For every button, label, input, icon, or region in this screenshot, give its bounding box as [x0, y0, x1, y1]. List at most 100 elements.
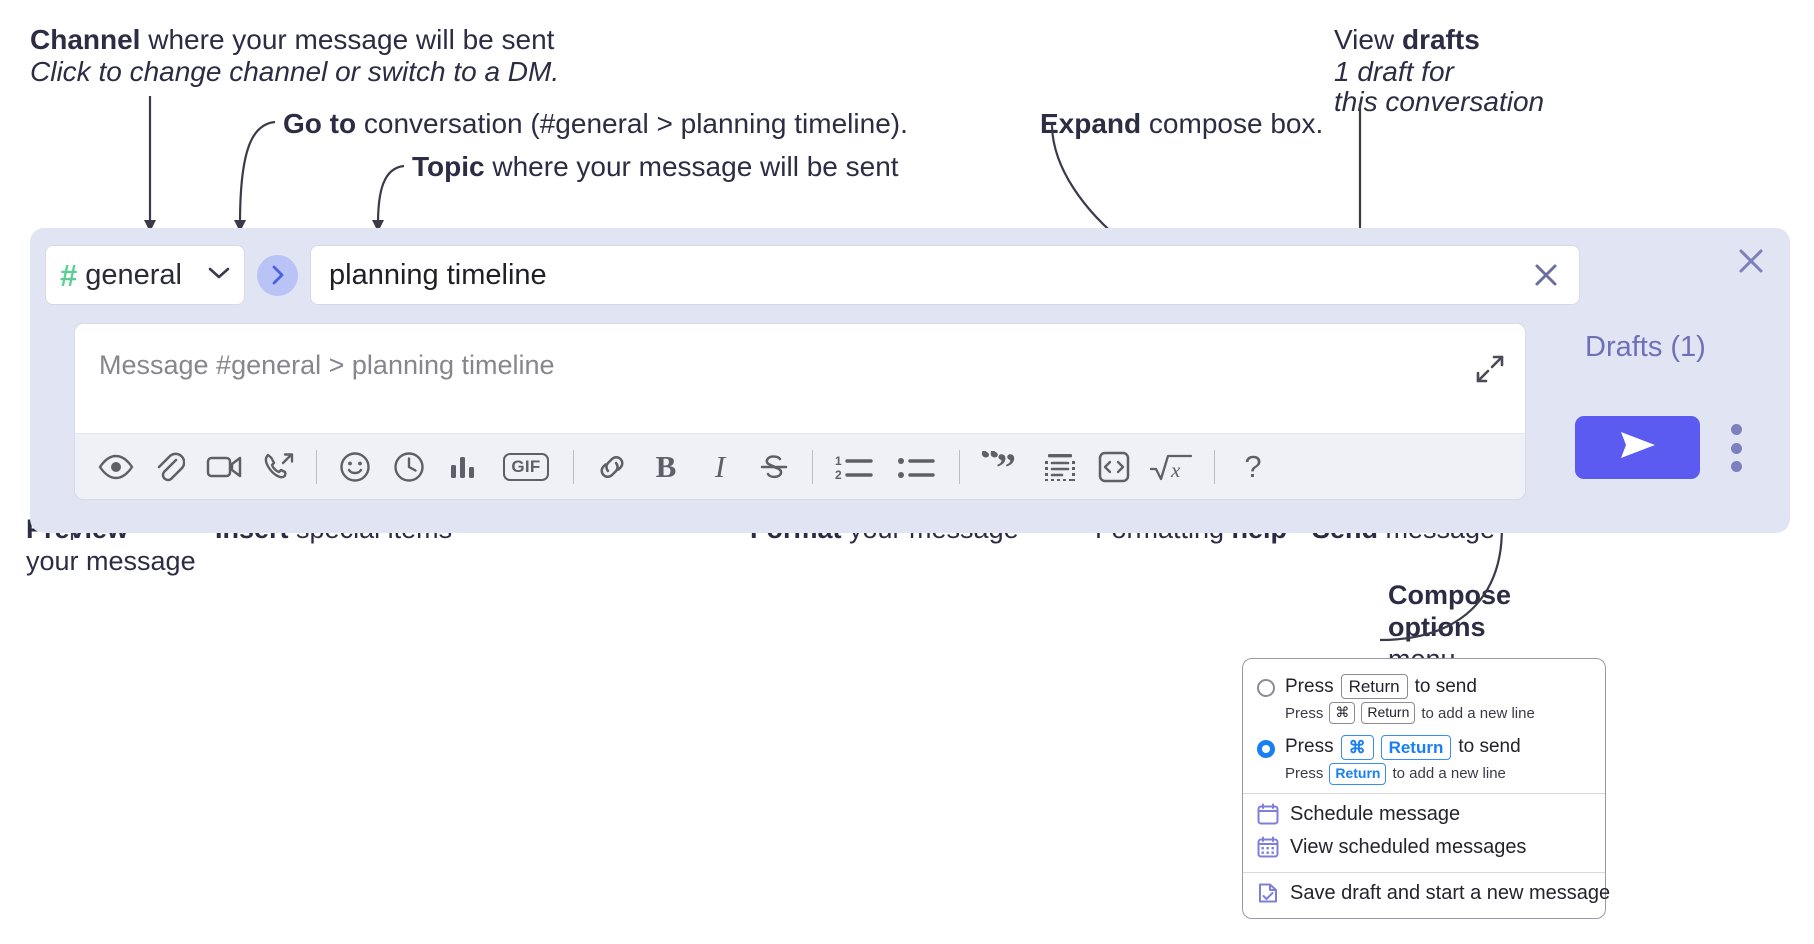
annotation-topic-rest: where your message will be sent: [484, 151, 899, 182]
menu-item-schedule-message[interactable]: Schedule message: [1243, 798, 1605, 831]
send-button[interactable]: [1575, 416, 1700, 479]
italic-icon[interactable]: I: [693, 440, 747, 494]
send-option-return[interactable]: Press Return to send: [1243, 669, 1605, 700]
press-word: Press: [1285, 675, 1334, 697]
annotation-goto-rest: conversation (#general > planning timeli…: [356, 108, 908, 139]
poll-bar-chart-icon[interactable]: [436, 440, 490, 494]
blockquote-icon[interactable]: “”: [971, 440, 1033, 494]
send-option-cmd-return[interactable]: Press ⌘ Return to send: [1243, 730, 1605, 760]
radio-unselected-icon[interactable]: [1257, 679, 1275, 697]
math-formula-icon[interactable]: x: [1141, 440, 1203, 494]
bold-icon[interactable]: B: [639, 440, 693, 494]
annotation-drafts-italic2: this conversation: [1334, 86, 1545, 117]
compose-options-menu: Press Return to send Press ⌘ Return to a…: [1242, 658, 1610, 919]
emoji-smiley-icon[interactable]: [328, 440, 382, 494]
menu-item-save-draft[interactable]: Save draft and start a new message: [1243, 877, 1610, 910]
svg-text:“: “: [981, 451, 1000, 481]
svg-text:2: 2: [835, 468, 842, 482]
key-command: ⌘: [1340, 734, 1374, 760]
svg-text:”: ”: [996, 451, 1016, 483]
phone-huddle-icon[interactable]: [251, 440, 305, 494]
key-return: Return: [1361, 702, 1416, 724]
channel-selector[interactable]: # general: [45, 245, 245, 305]
calendar-grid-icon: [1257, 836, 1279, 858]
press-word: Press: [1285, 736, 1334, 758]
chevron-down-icon: [208, 266, 230, 285]
annotation-expand-bold: Expand: [1040, 108, 1142, 139]
topic-value: planning timeline: [329, 258, 547, 291]
link-icon[interactable]: [585, 440, 639, 494]
annotation-drafts-italic1: 1 draft for: [1334, 56, 1454, 87]
video-camera-icon[interactable]: [197, 440, 251, 494]
formatting-help-icon[interactable]: ?: [1226, 440, 1280, 494]
message-input[interactable]: Message #general > planning timeline: [74, 323, 1526, 433]
bulleted-list-icon[interactable]: [886, 440, 948, 494]
save-draft-icon: [1257, 882, 1279, 904]
send-paper-plane-icon: [1615, 428, 1661, 467]
annotation-topic: Topic where your message will be sent: [412, 149, 899, 185]
annotation-goto-bold: Go to: [283, 108, 357, 139]
attachment-paperclip-icon[interactable]: [143, 440, 197, 494]
goto-conversation-button[interactable]: [257, 254, 298, 296]
channel-name: general: [85, 258, 182, 291]
svg-text:x: x: [1170, 458, 1181, 482]
annotation-compose-options-1: Compose: [1388, 578, 1511, 613]
toolbar-separator: [959, 449, 960, 484]
italic-label: I: [714, 448, 726, 484]
send-option-cmd-return-sub: Press Return to add a new line: [1285, 763, 1605, 785]
toolbar-separator: [316, 449, 317, 484]
gif-icon[interactable]: GIF: [490, 440, 562, 494]
chevron-right-icon: [270, 264, 286, 286]
annotation-drafts-bold: drafts: [1401, 24, 1480, 55]
annotation-compose-options-2: options: [1388, 610, 1485, 645]
menu-divider: [1243, 871, 1605, 873]
annotation-expand-rest: compose box.: [1141, 108, 1324, 139]
press-word: Press: [1285, 704, 1324, 722]
menu-item-label: View scheduled messages: [1290, 835, 1527, 858]
annotation-drafts-pre: View: [1334, 24, 1402, 55]
svg-text:1: 1: [835, 454, 842, 468]
newline-word: to add a new line: [1392, 765, 1506, 783]
code-block-icon[interactable]: [1033, 440, 1087, 494]
annotation-drafts-sub2: this conversation: [1334, 84, 1544, 120]
annotation-drafts-sub1: 1 draft for: [1334, 54, 1454, 90]
calendar-schedule-icon: [1257, 803, 1279, 825]
drafts-link[interactable]: Drafts (1): [1585, 331, 1706, 363]
tosend-word: to send: [1458, 736, 1521, 758]
clock-reminder-icon[interactable]: [382, 440, 436, 494]
key-return: Return: [1340, 674, 1408, 700]
bold-label: B: [655, 448, 677, 484]
annotation-compose-options-bold2: options: [1388, 612, 1486, 642]
toolbar-separator: [1214, 449, 1215, 484]
preview-icon[interactable]: [89, 440, 143, 494]
menu-item-label: Save draft and start a new message: [1290, 881, 1611, 904]
kebab-dot: [1730, 461, 1742, 472]
close-icon[interactable]: [1531, 260, 1561, 290]
compose-options-button[interactable]: [1730, 424, 1742, 472]
compose-header-row: # general planning timeline: [45, 244, 1580, 306]
kebab-dot: [1730, 424, 1742, 435]
annotation-topic-bold: Topic: [412, 151, 485, 182]
key-command: ⌘: [1329, 702, 1356, 724]
newline-word: to add a new line: [1421, 704, 1535, 722]
menu-item-label: Schedule message: [1290, 802, 1461, 825]
help-label: ?: [1244, 448, 1262, 484]
inline-code-icon[interactable]: [1087, 440, 1141, 494]
annotation-drafts-title: View drafts: [1334, 22, 1480, 58]
radio-selected-icon[interactable]: [1257, 739, 1275, 758]
strikethrough-icon[interactable]: [747, 440, 801, 494]
expand-icon[interactable]: [1475, 354, 1505, 384]
send-option-return-sub: Press ⌘ Return to add a new line: [1285, 702, 1605, 724]
topic-input[interactable]: planning timeline: [310, 245, 1580, 305]
menu-item-view-scheduled[interactable]: View scheduled messages: [1243, 831, 1605, 864]
annotation-expand: Expand compose box.: [1040, 106, 1323, 142]
tosend-word: to send: [1414, 675, 1477, 697]
compose-panel: # general planning timeline Message #g: [30, 228, 1790, 533]
key-return: Return: [1380, 734, 1452, 760]
panel-close-icon[interactable]: [1734, 244, 1768, 278]
press-word: Press: [1285, 765, 1324, 783]
key-return: Return: [1329, 763, 1387, 785]
annotation-channel-rest: where your message will be sent: [140, 24, 555, 55]
